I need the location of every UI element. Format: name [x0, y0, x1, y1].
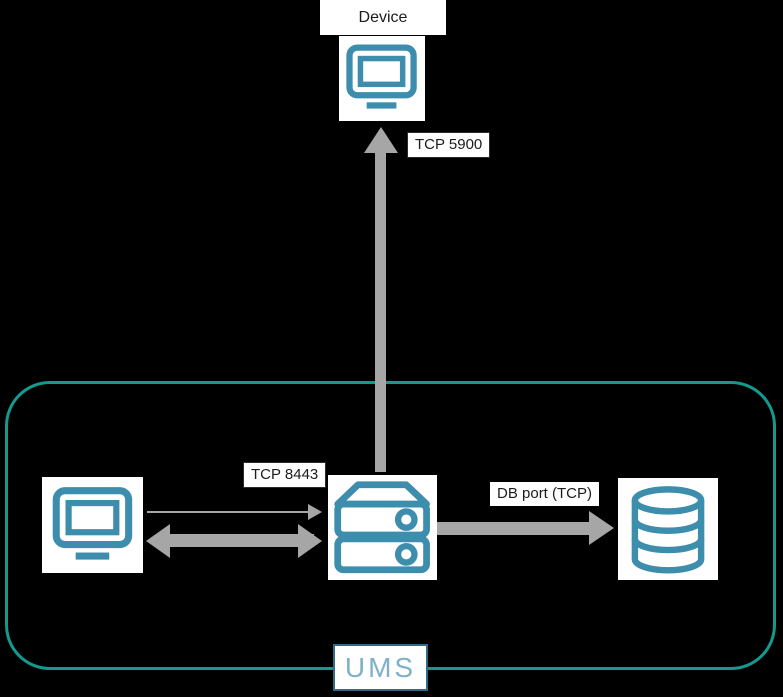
console-server-arrowhead-left [146, 524, 170, 558]
console-to-server-thin-arrow-shaft [147, 511, 309, 513]
server-to-device-arrow-shaft [375, 151, 386, 472]
server-icon [334, 481, 431, 574]
server-to-database-arrow-shaft [437, 522, 591, 535]
ums-label: UMS [333, 644, 428, 691]
console-server-bidirectional-arrow-shaft [168, 534, 314, 547]
db-port-label: DB port (TCP) [490, 482, 600, 506]
database-node [618, 478, 718, 580]
tcp-5900-label: TCP 5900 [407, 132, 491, 158]
monitor-icon [52, 487, 133, 560]
console-server-arrowhead-right [298, 524, 322, 558]
monitor-icon [346, 44, 418, 109]
console-to-server-thin-arrowhead [308, 504, 322, 520]
server-to-database-arrowhead [589, 511, 614, 545]
device-label-text: Device [358, 8, 408, 26]
device-node [339, 36, 425, 121]
database-icon [631, 486, 705, 574]
tcp-8443-label: TCP 8443 [243, 462, 327, 488]
server-to-device-arrowhead-up [364, 127, 398, 153]
console-node [42, 477, 143, 573]
ums-server-node [328, 475, 437, 580]
device-label: Device [320, 0, 446, 35]
ums-label-text: UMS [344, 651, 417, 683]
